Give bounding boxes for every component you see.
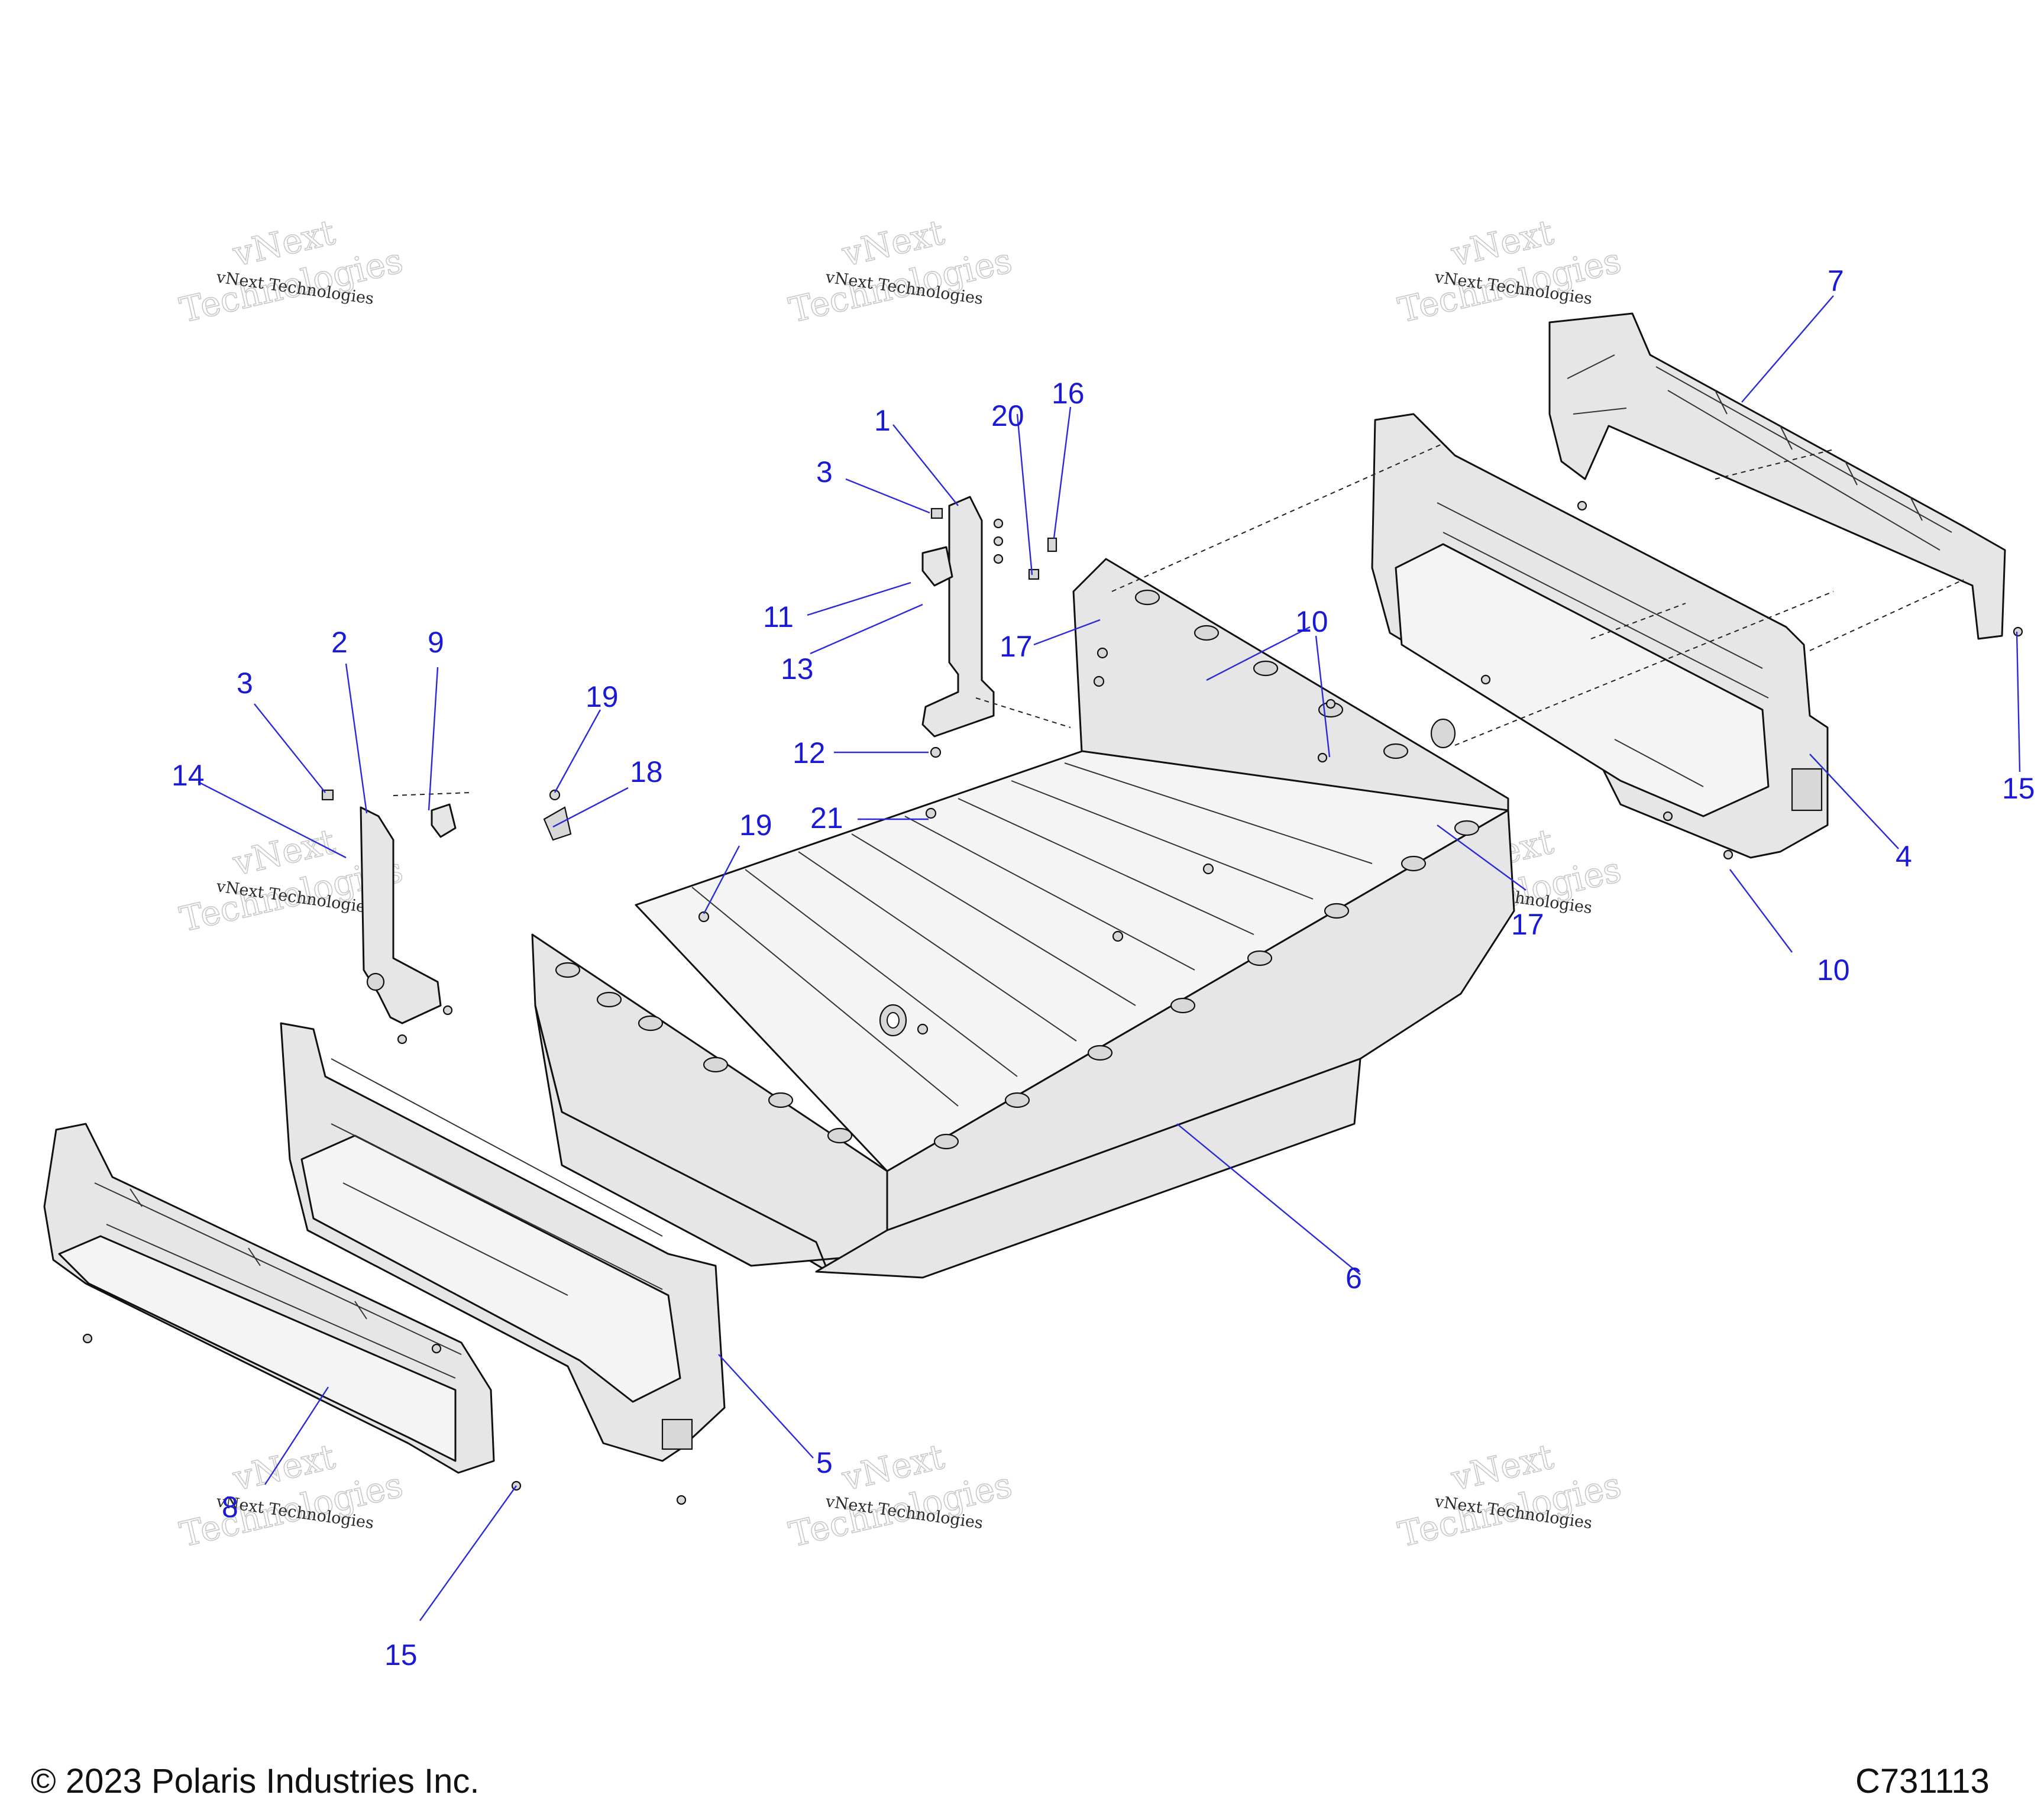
callout-4: 4	[1896, 840, 1912, 873]
callout-6: 6	[1346, 1262, 1362, 1295]
callout-3-left: 3	[237, 667, 253, 700]
hinge-part-13	[921, 546, 953, 587]
callout-21: 21	[810, 801, 843, 835]
front-bumper-panel-part-8	[43, 1123, 495, 1474]
callouts: 1 2 3 3 4 5 6 7 8 9 10 10 11 12 13 14 15…	[172, 264, 2035, 1671]
callout-1: 1	[874, 404, 891, 437]
callout-17-box: 17	[1000, 630, 1033, 663]
callout-11: 11	[763, 600, 794, 633]
callout-15-bottom: 15	[384, 1638, 418, 1671]
callout-8: 8	[222, 1491, 238, 1524]
callout-19-lower: 19	[739, 809, 772, 842]
callout-20: 20	[991, 399, 1024, 432]
watermark-top-right: vNext Technologies vNext Technologies	[1394, 211, 1625, 331]
callout-18: 18	[630, 755, 663, 788]
callout-19-upper: 19	[586, 680, 619, 713]
callout-10-box: 10	[1295, 605, 1328, 638]
watermark-bottom-left: vNext Technologies vNext Technologies	[176, 1436, 407, 1555]
callout-2: 2	[331, 626, 348, 659]
callout-5: 5	[816, 1446, 833, 1479]
callout-13: 13	[781, 652, 814, 686]
front-lower-panel-part-5	[280, 1022, 726, 1462]
watermark-bottom-right: vNext Technologies vNext Technologies	[1394, 1436, 1625, 1555]
leader-lines	[198, 295, 2021, 1621]
callout-15-right: 15	[2002, 772, 2035, 805]
callout-14: 14	[172, 759, 205, 792]
watermark-top-left: vNext Technologies vNext Technologies	[176, 211, 407, 331]
callout-17-right: 17	[1511, 908, 1544, 941]
callout-16: 16	[1052, 377, 1085, 410]
assembly-lines	[393, 443, 1964, 796]
callout-10-rear: 10	[1817, 953, 1850, 987]
figure-code: C731113	[1855, 1762, 1990, 1800]
bracket-part-1	[921, 496, 1004, 738]
rear-upper-panel-part-7	[1548, 312, 2006, 640]
bracket-part-2	[360, 806, 442, 1024]
copyright-text: © 2023 Polaris Industries Inc.	[31, 1762, 480, 1800]
callout-3-top: 3	[816, 455, 833, 489]
callout-12: 12	[793, 736, 826, 770]
callout-7: 7	[1828, 264, 1844, 298]
watermark-top-center: vNext Technologies vNext Technologies	[785, 211, 1016, 331]
callout-9: 9	[428, 626, 444, 659]
hinge-part-9	[431, 803, 457, 838]
cargo-box-part-6	[531, 558, 1515, 1279]
